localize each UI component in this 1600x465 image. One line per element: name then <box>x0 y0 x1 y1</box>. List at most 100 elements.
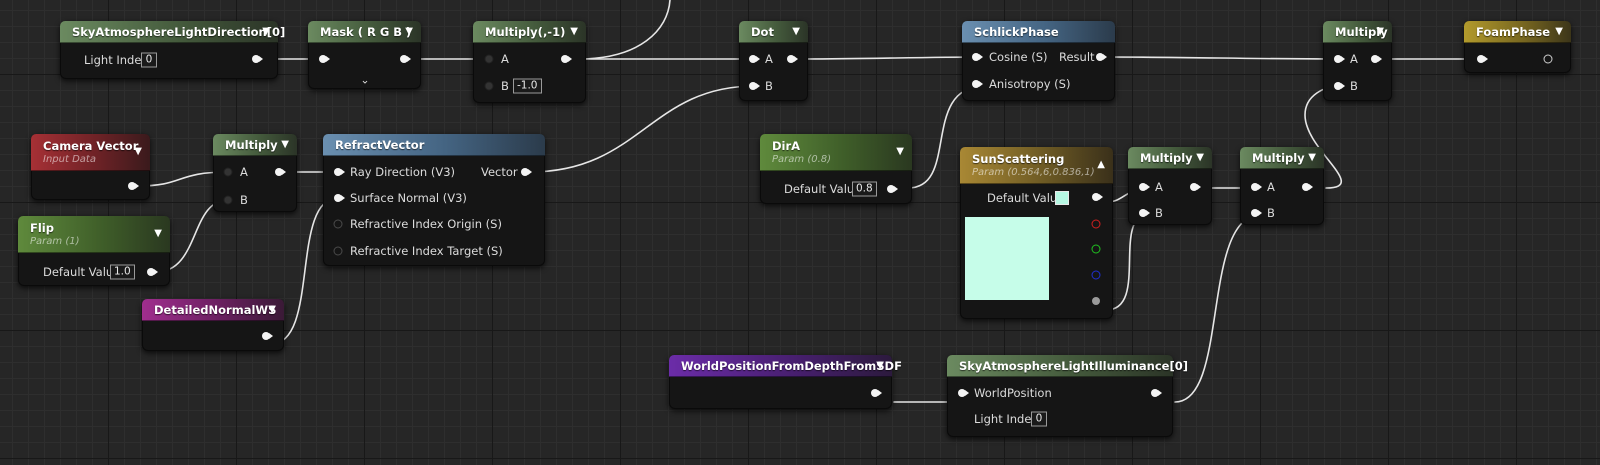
node-multiply-neg1[interactable]: Multiply(,-1) ▼ A B -1.0 <box>473 21 586 103</box>
node-multiply-top[interactable]: Multiply ▼ A B <box>1323 21 1392 101</box>
node-header[interactable]: Flip Param (1) ▼ <box>18 216 170 253</box>
input-pin-world-position[interactable] <box>958 389 969 397</box>
node-multiply-mid2[interactable]: Multiply ▼ A B <box>1240 147 1324 225</box>
chevron-up-icon[interactable]: ▲ <box>1097 159 1105 170</box>
node-header[interactable]: Multiply ▼ <box>213 134 297 156</box>
output-pin-result[interactable] <box>1096 53 1107 61</box>
node-header[interactable]: DetailedNormalWS ▼ <box>142 299 284 321</box>
chevron-down-icon[interactable]: ▼ <box>876 359 884 371</box>
input-pin-cosine[interactable] <box>972 53 983 61</box>
input-pin-b[interactable] <box>223 195 233 205</box>
node-header[interactable]: Multiply(,-1) ▼ <box>473 21 586 43</box>
output-ring-pin[interactable] <box>1543 54 1553 64</box>
input-pin-anisotropy[interactable] <box>972 80 983 88</box>
node-sky-light-direction[interactable]: SkyAtmosphereLightDirection[0] ▼ Light I… <box>60 21 285 79</box>
light-index-field[interactable]: 0 <box>1031 411 1047 427</box>
node-multiply-mid1[interactable]: Multiply ▼ A B <box>1128 147 1212 225</box>
input-pin-a[interactable] <box>484 54 494 64</box>
chevron-down-icon[interactable]: ▼ <box>405 25 413 37</box>
output-pin[interactable] <box>1190 183 1201 191</box>
node-header[interactable]: FoamPhase ▼ <box>1464 21 1571 43</box>
output-pin-g[interactable] <box>1091 244 1101 254</box>
output-pin[interactable] <box>561 55 572 63</box>
chevron-down-icon[interactable]: ▼ <box>268 303 276 315</box>
node-header[interactable]: WorldPositionFromDepthFromSDF ▼ <box>669 355 902 377</box>
output-pin[interactable] <box>787 55 798 63</box>
input-pin[interactable] <box>1477 55 1488 63</box>
chevron-down-icon[interactable]: ▼ <box>1196 151 1204 163</box>
chevron-down-icon[interactable]: ▼ <box>792 25 800 37</box>
node-header[interactable]: Multiply ▼ <box>1128 147 1212 169</box>
output-pin-vector[interactable] <box>521 168 532 176</box>
input-pin-b[interactable] <box>1251 209 1262 217</box>
output-pin[interactable] <box>1371 55 1382 63</box>
node-header[interactable]: SkyAtmosphereLightIlluminance[0] <box>947 355 1188 377</box>
default-value-field[interactable]: 0.8 <box>852 181 877 197</box>
input-pin-a[interactable] <box>749 55 760 63</box>
node-world-position-sdf[interactable]: WorldPositionFromDepthFromSDF ▼ <box>669 355 902 409</box>
output-pin[interactable] <box>252 55 263 63</box>
node-header[interactable]: SunScattering Param (0.564,6,0.836,1) ▲ <box>960 147 1113 184</box>
node-header[interactable]: SkyAtmosphereLightDirection[0] ▼ <box>60 21 285 43</box>
node-mask-rgb[interactable]: Mask ( R G B ) ▼ ⌄ <box>308 21 421 89</box>
output-pin[interactable] <box>147 268 158 276</box>
output-pin[interactable] <box>262 332 273 340</box>
node-refract-vector[interactable]: RefractVector Ray Direction (V3) Vector … <box>323 134 545 266</box>
output-pin[interactable] <box>1151 389 1162 397</box>
output-pin-b[interactable] <box>1091 270 1101 280</box>
input-pin-refractive-target[interactable] <box>333 246 343 256</box>
input-pin-b[interactable] <box>1334 82 1345 90</box>
node-foam-phase[interactable]: FoamPhase ▼ <box>1464 21 1571 73</box>
chevron-down-icon[interactable]: ⌄ <box>360 73 370 87</box>
chevron-down-icon[interactable]: ▼ <box>570 25 578 37</box>
input-pin-a[interactable] <box>1139 183 1150 191</box>
input-pin-ray-direction[interactable] <box>334 168 345 176</box>
node-sky-light-illuminance[interactable]: SkyAtmosphereLightIlluminance[0] WorldPo… <box>947 355 1188 437</box>
color-swatch[interactable] <box>1055 191 1069 205</box>
output-pin[interactable] <box>128 182 139 190</box>
node-header[interactable]: RefractVector <box>323 134 545 156</box>
input-pin-b[interactable] <box>1139 209 1150 217</box>
chevron-down-icon[interactable]: ▼ <box>1376 25 1384 37</box>
input-pin[interactable] <box>319 55 330 63</box>
node-header[interactable]: Camera Vector Input Data ▼ <box>31 134 150 171</box>
chevron-down-icon[interactable]: ▼ <box>896 146 904 157</box>
node-flip[interactable]: Flip Param (1) ▼ Default Value 1.0 <box>18 216 170 286</box>
node-header[interactable]: Multiply ▼ <box>1240 147 1324 169</box>
output-pin-alpha[interactable] <box>1092 297 1100 305</box>
node-header[interactable]: Mask ( R G B ) ▼ <box>308 21 421 43</box>
chevron-down-icon[interactable]: ▼ <box>262 25 270 37</box>
node-schlick-phase[interactable]: SchlickPhase Cosine (S) Result Anisotrop… <box>962 21 1115 101</box>
default-value-field[interactable]: 1.0 <box>110 264 135 280</box>
output-pin[interactable] <box>887 185 898 193</box>
light-index-field[interactable]: 0 <box>141 52 157 68</box>
output-pin-rgb[interactable] <box>1092 193 1103 201</box>
input-pin-a[interactable] <box>1334 55 1345 63</box>
input-pin-b[interactable] <box>484 81 494 91</box>
input-pin-a[interactable] <box>1251 183 1262 191</box>
input-pin-surface-normal[interactable] <box>334 194 345 202</box>
node-detailed-normal-ws[interactable]: DetailedNormalWS ▼ <box>142 299 284 351</box>
output-pin[interactable] <box>1302 183 1313 191</box>
chevron-down-icon[interactable]: ▼ <box>281 138 289 150</box>
input-pin-b[interactable] <box>749 82 760 90</box>
node-header[interactable]: DirA Param (0.8) ▼ <box>760 134 912 171</box>
node-header[interactable]: Dot ▼ <box>739 21 808 43</box>
node-sun-scattering[interactable]: SunScattering Param (0.564,6,0.836,1) ▲ … <box>960 147 1113 319</box>
output-pin[interactable] <box>400 55 411 63</box>
node-dot[interactable]: Dot ▼ A B <box>739 21 808 101</box>
node-camera-vector[interactable]: Camera Vector Input Data ▼ <box>31 134 150 200</box>
output-pin[interactable] <box>275 168 286 176</box>
node-header[interactable]: Multiply ▼ <box>1323 21 1392 43</box>
input-pin-refractive-origin[interactable] <box>333 219 343 229</box>
node-dir-a[interactable]: DirA Param (0.8) ▼ Default Value 0.8 <box>760 134 912 204</box>
chevron-down-icon[interactable]: ▼ <box>1555 25 1563 37</box>
chevron-down-icon[interactable]: ▼ <box>1308 151 1316 163</box>
output-pin-r[interactable] <box>1091 219 1101 229</box>
output-pin[interactable] <box>871 389 882 397</box>
chevron-down-icon[interactable]: ▼ <box>134 146 142 157</box>
chevron-down-icon[interactable]: ▼ <box>154 228 162 239</box>
b-value-field[interactable]: -1.0 <box>513 78 542 94</box>
node-multiply-left[interactable]: Multiply ▼ A B <box>213 134 297 212</box>
input-pin-a[interactable] <box>223 167 233 177</box>
